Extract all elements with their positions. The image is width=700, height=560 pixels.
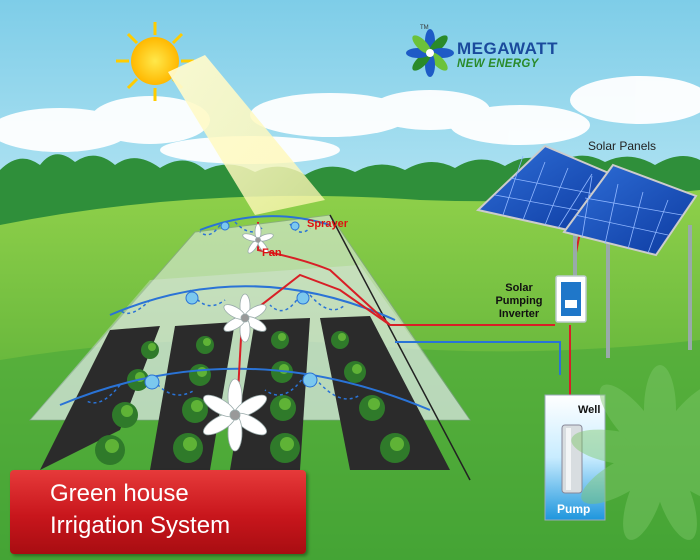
pump-icon: [561, 424, 583, 494]
label-pump: Pump: [557, 502, 591, 516]
brand-logo: MEGAWATT NEW ENERGY: [457, 40, 558, 71]
logo-title: MEGAWATT: [457, 39, 558, 58]
solar-panel-icon: [475, 144, 698, 358]
sprayer-icon: [144, 221, 318, 390]
water-pipes: [59, 215, 561, 411]
fan-icon: [203, 223, 274, 452]
title-line-1: Green house: [50, 480, 189, 507]
title-banner: Green house Irrigation System: [10, 470, 306, 554]
inverter-icon: [555, 275, 587, 323]
label-sprayer: Sprayer: [307, 218, 348, 230]
decorative-pinwheel: [571, 365, 700, 540]
logo-subtitle: NEW ENERGY: [457, 58, 539, 70]
label-solar-panels: Solar Panels: [588, 139, 657, 153]
title-line-2: Irrigation System: [50, 512, 231, 539]
plants: [95, 331, 410, 465]
sun-beam: [168, 55, 325, 215]
well: [544, 394, 606, 521]
label-fan: Fan: [262, 247, 282, 259]
trademark-mark: TM: [420, 25, 429, 31]
clouds: [0, 76, 700, 164]
label-inverter: Solar Pumping Inverter: [495, 282, 543, 320]
sun-icon: [116, 22, 194, 101]
label-well: Well: [578, 404, 601, 416]
megawatt-logo-icon: [406, 29, 454, 77]
